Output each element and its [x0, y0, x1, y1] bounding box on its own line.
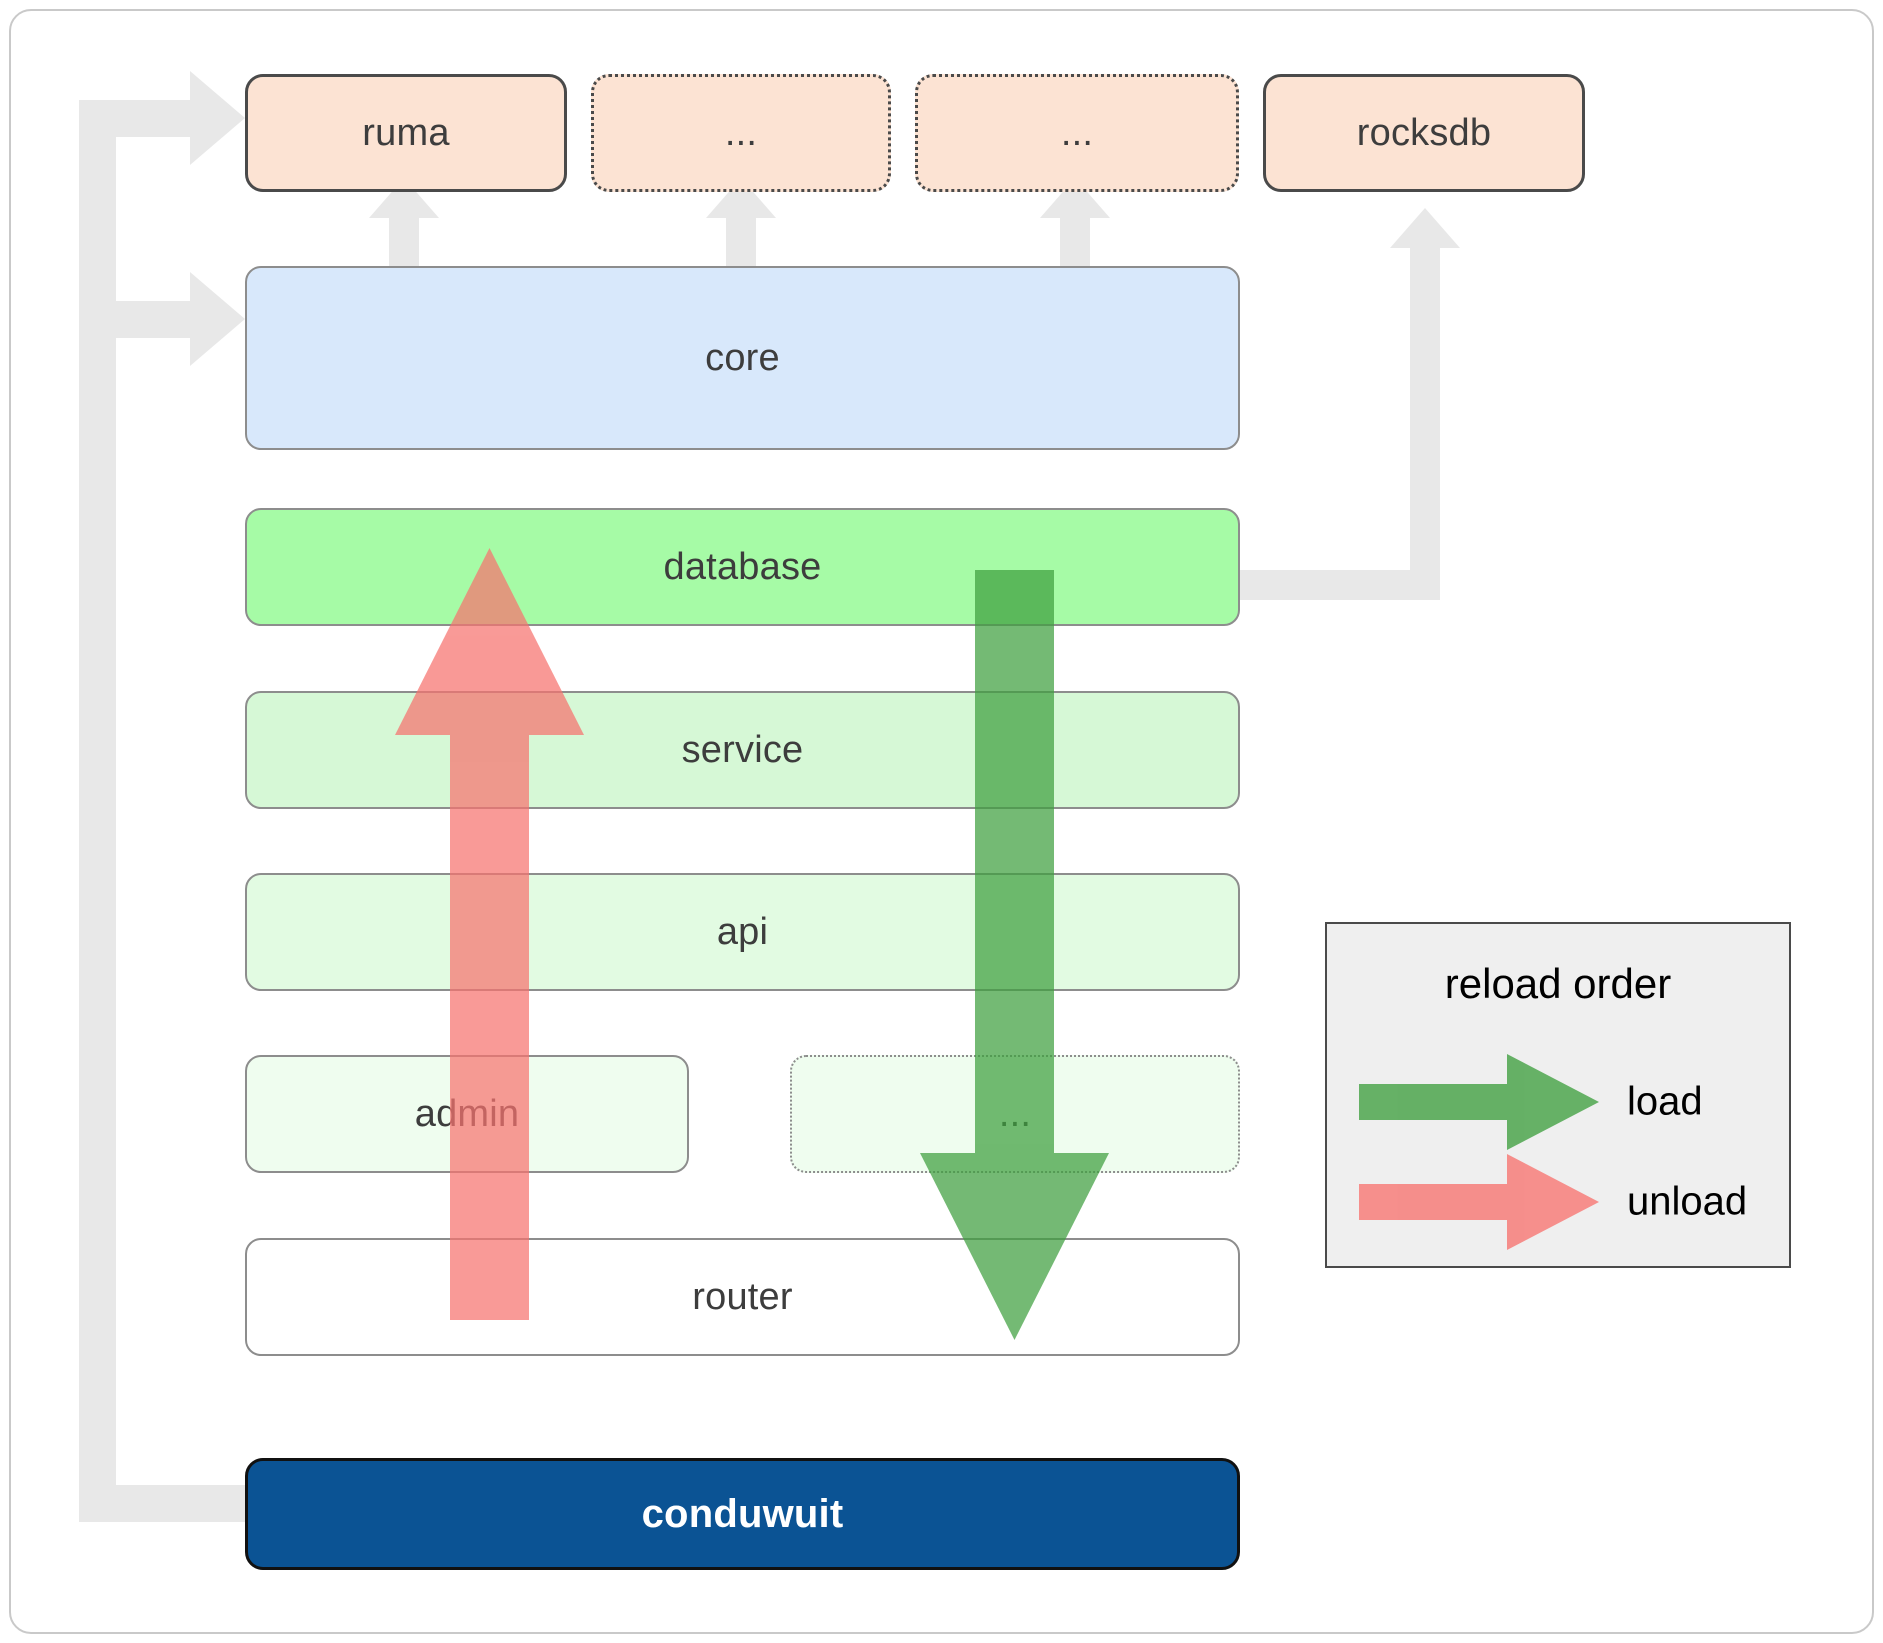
layer-box-router[interactable]: router: [245, 1238, 1240, 1356]
load-arrow-icon: [1359, 1054, 1599, 1150]
layer-box-api[interactable]: api: [245, 873, 1240, 991]
legend-box: reload order load unload: [1325, 922, 1791, 1268]
legend-label-load: load: [1627, 1079, 1703, 1124]
core-label: core: [705, 336, 780, 379]
layer-label-service: service: [681, 728, 804, 771]
crate-label-ruma: ruma: [362, 111, 450, 154]
layer-label-database: database: [663, 545, 822, 588]
layer-box-service[interactable]: service: [245, 691, 1240, 809]
layer-label-router: router: [692, 1275, 793, 1318]
root-label-conduwuit: conduwuit: [641, 1491, 844, 1536]
crate-box-rocksdb[interactable]: rocksdb: [1263, 74, 1585, 192]
layer-box-database[interactable]: database: [245, 508, 1240, 626]
root-box-conduwuit[interactable]: conduwuit: [245, 1458, 1240, 1570]
crate-label-placeholder-1: ...: [724, 111, 758, 154]
layer-box-admin[interactable]: admin: [245, 1055, 689, 1173]
layer-label-placeholder: ...: [998, 1092, 1032, 1135]
layer-label-admin: admin: [414, 1092, 520, 1135]
core-box[interactable]: core: [245, 266, 1240, 450]
unload-arrow-icon: [1359, 1154, 1599, 1250]
layer-box-placeholder[interactable]: ...: [790, 1055, 1240, 1173]
crate-box-placeholder-1[interactable]: ...: [591, 74, 891, 192]
legend-label-unload: unload: [1627, 1179, 1748, 1224]
legend-row-load: load: [1327, 1054, 1789, 1150]
layer-label-api: api: [716, 910, 769, 953]
legend-row-unload: unload: [1327, 1154, 1789, 1250]
crate-label-rocksdb: rocksdb: [1356, 111, 1492, 154]
diagram-frame: [9, 9, 1874, 1634]
crate-label-placeholder-2: ...: [1060, 111, 1094, 154]
crate-box-placeholder-2[interactable]: ...: [915, 74, 1239, 192]
crate-box-ruma[interactable]: ruma: [245, 74, 567, 192]
legend-title: reload order: [1444, 960, 1672, 1007]
